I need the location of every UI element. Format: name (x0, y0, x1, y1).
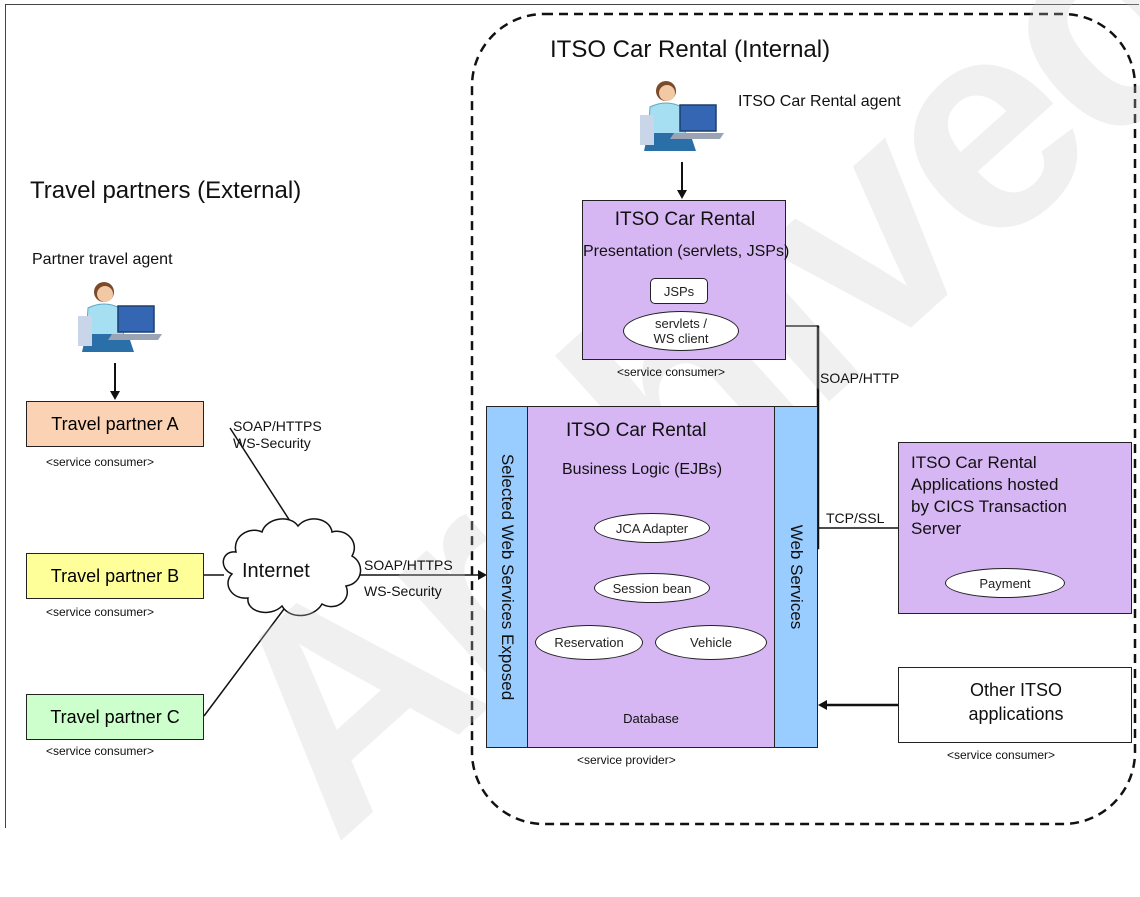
servlets-label: servlets / (654, 316, 707, 331)
link-b-protocol: SOAP/HTTPS (364, 557, 453, 573)
partner-c-box: Travel partner C (26, 694, 204, 740)
jsps-box: JSPs (650, 278, 708, 304)
link-b-security: WS-Security (364, 583, 442, 599)
cloud-icon (222, 518, 362, 617)
partner-b-name: Travel partner B (50, 565, 180, 586)
other-apps-line1: Other ITSO (969, 680, 1063, 700)
soap-http-label: SOAP/HTTP (820, 370, 900, 386)
right-band-web-services (774, 406, 818, 748)
left-band-exposed (486, 406, 528, 748)
cics-line2: Applications hosted (911, 475, 1059, 494)
partner-c-name: Travel partner C (50, 706, 180, 727)
reservation-oval: Reservation (535, 625, 643, 660)
partner-agent-label: Partner travel agent (32, 251, 173, 268)
other-apps-role: <service consumer> (947, 748, 1056, 762)
arrowhead-partner-a (110, 391, 120, 400)
ws-client-label: WS client (653, 331, 709, 346)
servlets-client-oval: servlets / WS client (623, 311, 739, 351)
vehicle-oval: Vehicle (655, 625, 767, 660)
arrowhead-other-apps (818, 700, 827, 710)
internal-title: ITSO Car Rental (Internal) (550, 36, 831, 63)
jca-adapter-oval: JCA Adapter (594, 513, 710, 543)
right-band-label: Web Services (787, 524, 806, 630)
partner-c-role: <service consumer> (46, 744, 155, 758)
session-bean-oval: Session bean (594, 573, 710, 603)
link-a-security: WS-Security (233, 435, 311, 451)
presentation-subtitle: Presentation (servlets, JSPs) (583, 243, 790, 260)
person-at-laptop-icon (640, 81, 724, 151)
person-at-laptop-icon (78, 282, 162, 352)
presentation-title: ITSO Car Rental (614, 209, 756, 230)
payment-oval: Payment (945, 568, 1065, 598)
arrowhead-presentation (677, 190, 687, 199)
arrowhead-provider (478, 570, 487, 580)
database-label: Database (623, 711, 679, 726)
cics-line3: by CICS Transaction (911, 497, 1067, 516)
link-a-protocol: SOAP/HTTPS (233, 418, 322, 434)
partner-b-box: Travel partner B (26, 553, 204, 599)
partner-b-role: <service consumer> (46, 605, 155, 619)
cics-line4: Server (911, 519, 962, 538)
external-title: Travel partners (External) (30, 177, 302, 204)
tcp-ssl-label: TCP/SSL (826, 510, 885, 526)
business-title: ITSO Car Rental (566, 420, 707, 441)
internal-boundary (470, 12, 1137, 826)
provider-role: <service provider> (577, 753, 676, 767)
other-apps-box: Other ITSO applications (898, 667, 1132, 743)
cics-line1: ITSO Car Rental (911, 453, 1037, 472)
partner-a-name: Travel partner A (51, 413, 179, 434)
left-band-label: Selected Web Services Exposed (498, 453, 517, 701)
link-a-internet (229, 427, 291, 522)
partner-a-box: Travel partner A (26, 401, 204, 447)
other-apps-line2: applications (968, 704, 1064, 724)
architecture-diagram: Archived ITSO Car Rental (Internal) Trav… (5, 0, 1140, 893)
partner-a-role: <service consumer> (46, 455, 155, 469)
business-subtitle: Business Logic (EJBs) (562, 461, 723, 478)
link-c-internet (203, 600, 291, 717)
page-border (5, 4, 1139, 828)
internet-label: Internet (242, 560, 310, 582)
internal-agent-label: ITSO Car Rental agent (738, 93, 901, 110)
presentation-role: <service consumer> (617, 365, 726, 379)
